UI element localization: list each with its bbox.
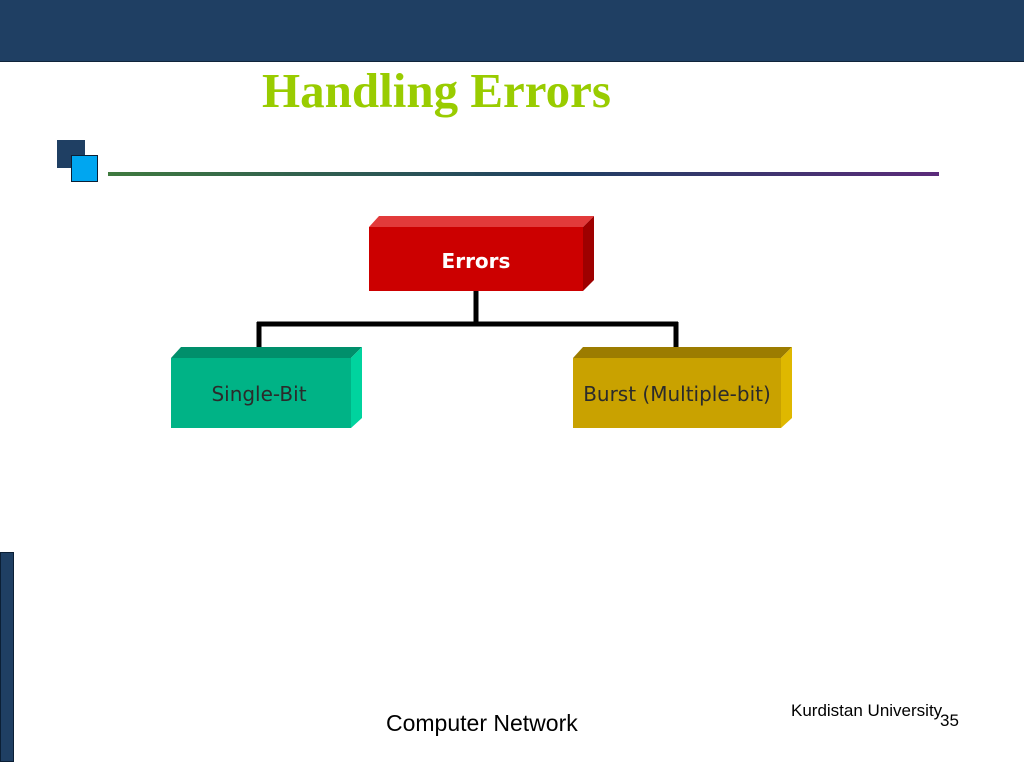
root-node-errors: Errors (369, 216, 594, 291)
child-node-single-bit: Single-Bit (171, 347, 362, 428)
single-bit-node-front-face (171, 358, 351, 428)
single-bit-node-label: Single-Bit (211, 382, 306, 406)
single-bit-node-side-face (351, 347, 362, 428)
decorative-square-light (71, 155, 98, 182)
burst-node-side-face (781, 347, 792, 428)
root-node-top-face (369, 216, 594, 227)
single-bit-node-top-face (171, 347, 362, 358)
burst-node-top-face (573, 347, 792, 358)
top-banner (0, 0, 1024, 62)
footer-course-name: Computer Network (386, 710, 578, 736)
root-node-label: Errors (442, 249, 511, 273)
burst-node-front-face (573, 358, 781, 428)
burst-node-label: Burst (Multiple-bit) (583, 382, 771, 406)
child-node-burst: Burst (Multiple-bit) (573, 347, 792, 428)
root-node-front-face (369, 227, 583, 291)
footer-institution: Kurdistan University (791, 701, 943, 720)
slide-number: 35 (940, 711, 959, 730)
title-underline-rule (108, 172, 939, 176)
root-node-side-face (583, 216, 594, 291)
slide-title: Handling Errors (262, 63, 611, 118)
